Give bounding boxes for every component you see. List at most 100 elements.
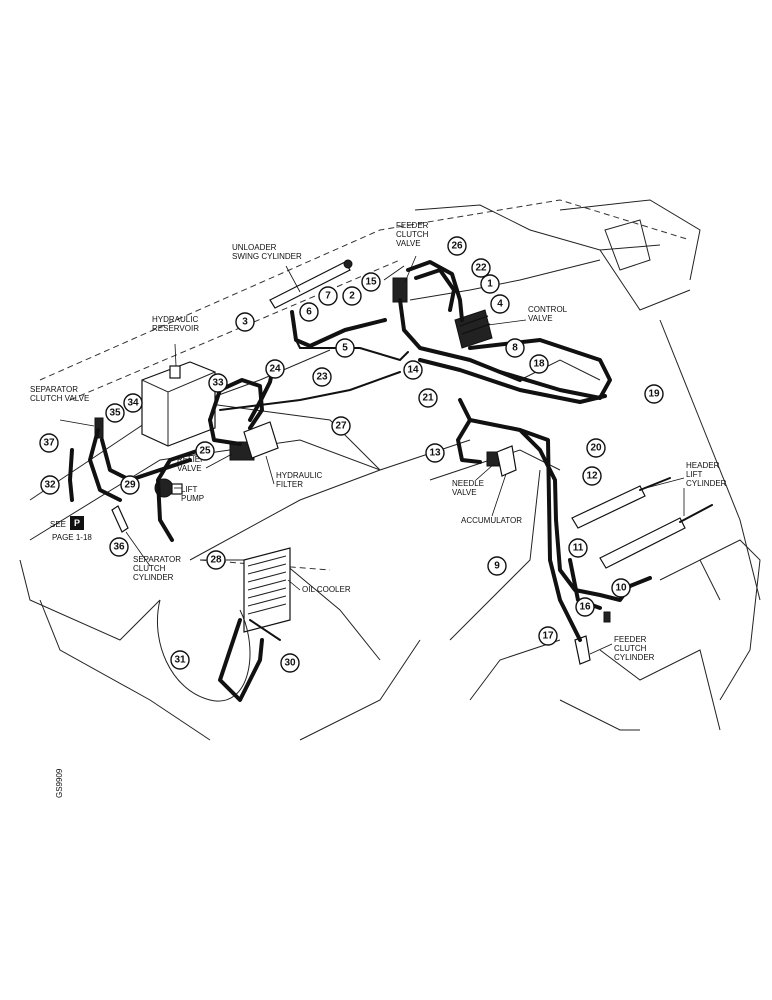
callout-11: 11 xyxy=(568,538,588,558)
callout-25: 25 xyxy=(195,441,215,461)
side-code: GS9909 xyxy=(55,768,64,798)
callout-22: 22 xyxy=(471,258,491,278)
callout-24: 24 xyxy=(265,359,285,379)
svg-text:37: 37 xyxy=(43,438,55,449)
svg-text:17: 17 xyxy=(542,631,554,642)
callout-16: 16 xyxy=(575,597,595,617)
callout-36: 36 xyxy=(109,537,129,557)
callout-12: 12 xyxy=(582,466,602,486)
svg-text:26: 26 xyxy=(451,241,463,252)
callout-21: 21 xyxy=(418,388,438,408)
svg-text:20: 20 xyxy=(590,443,602,454)
callout-23: 23 xyxy=(312,367,332,387)
svg-text:5: 5 xyxy=(342,343,348,354)
callout-33: 33 xyxy=(208,373,228,393)
callout-10: 10 xyxy=(611,578,631,598)
header-lift-cylinder xyxy=(571,477,713,569)
separator-clutch-cylinder xyxy=(111,505,129,533)
svg-text:21: 21 xyxy=(422,393,434,404)
callout-5: 5 xyxy=(335,338,355,358)
svg-text:11: 11 xyxy=(573,543,584,554)
callout-15: 15 xyxy=(361,272,381,292)
callout-3: 3 xyxy=(235,312,255,332)
svg-text:27: 27 xyxy=(335,421,347,432)
svg-text:6: 6 xyxy=(306,307,312,318)
leader-lines xyxy=(59,255,685,655)
callout-26: 26 xyxy=(447,236,467,256)
svg-text:2: 2 xyxy=(349,291,355,302)
svg-text:4: 4 xyxy=(497,299,503,310)
callout-18: 18 xyxy=(529,354,549,374)
accumulator xyxy=(496,445,517,477)
svg-text:28: 28 xyxy=(210,555,222,566)
callout-27: 27 xyxy=(331,416,351,436)
label-page-ref: PAGE 1-18 xyxy=(52,533,92,542)
feeder-clutch-cylinder xyxy=(574,611,611,665)
svg-text:14: 14 xyxy=(407,365,419,376)
label-accumulator: ACCUMULATOR xyxy=(461,516,522,525)
svg-text:29: 29 xyxy=(124,480,136,491)
hydraulic-filter xyxy=(243,421,279,459)
svg-text:19: 19 xyxy=(648,389,660,400)
see-badge-letter: P xyxy=(74,518,80,528)
hydraulic-reservoir xyxy=(141,361,216,447)
svg-text:24: 24 xyxy=(269,364,281,375)
callout-34: 34 xyxy=(123,393,143,413)
svg-text:1: 1 xyxy=(487,279,493,290)
callout-13: 13 xyxy=(425,443,445,463)
svg-text:34: 34 xyxy=(127,398,139,409)
unloader-swing-cylinder xyxy=(269,259,353,309)
svg-text:18: 18 xyxy=(533,359,545,370)
control-valve xyxy=(454,309,493,349)
callout-30: 30 xyxy=(280,653,300,673)
callout-14: 14 xyxy=(403,360,423,380)
svg-text:25: 25 xyxy=(199,446,211,457)
label-oil-cooler: OIL COOLER xyxy=(302,585,351,594)
callout-4: 4 xyxy=(490,294,510,314)
callout-20: 20 xyxy=(586,438,606,458)
svg-text:16: 16 xyxy=(579,602,591,613)
callout-8: 8 xyxy=(505,338,525,358)
hydraulic-hoses xyxy=(68,260,652,702)
callout-1: 1 xyxy=(480,274,500,294)
callout-2: 2 xyxy=(342,286,362,306)
svg-text:33: 33 xyxy=(212,378,224,389)
svg-text:9: 9 xyxy=(494,561,500,572)
callout-9: 9 xyxy=(487,556,507,576)
svg-text:31: 31 xyxy=(174,655,186,666)
callout-37: 37 xyxy=(39,433,59,453)
callout-7: 7 xyxy=(318,286,338,306)
svg-text:22: 22 xyxy=(475,263,487,274)
separator-clutch-valve xyxy=(94,417,104,439)
callout-19: 19 xyxy=(644,384,664,404)
svg-text:30: 30 xyxy=(284,658,296,669)
callout-32: 32 xyxy=(40,475,60,495)
label-see: SEE xyxy=(50,520,66,529)
callout-17: 17 xyxy=(538,626,558,646)
callout-29: 29 xyxy=(120,475,140,495)
callout-6: 6 xyxy=(299,302,319,322)
svg-text:23: 23 xyxy=(316,372,328,383)
svg-text:36: 36 xyxy=(113,542,125,553)
callouts: 1 2 3 4 5 6 7 8 9 10 11 12 13 14 15 16 1… xyxy=(39,236,664,673)
callout-31: 31 xyxy=(170,650,190,670)
callout-28: 28 xyxy=(206,550,226,570)
svg-text:10: 10 xyxy=(615,583,627,594)
svg-text:8: 8 xyxy=(512,343,518,354)
callout-35: 35 xyxy=(105,403,125,423)
svg-text:7: 7 xyxy=(325,291,331,302)
